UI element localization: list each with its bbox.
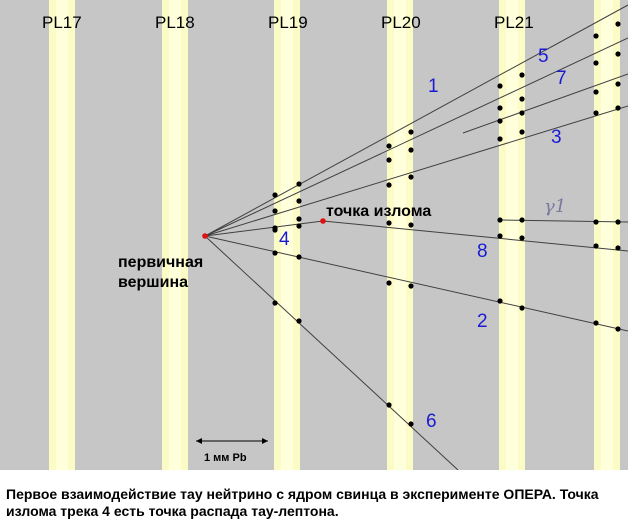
primary-vertex-label-line1: первичная: [118, 254, 203, 271]
hit-dot: [593, 320, 599, 326]
track-label-1: 1: [428, 76, 439, 97]
track-6: [204, 235, 459, 471]
hit-dot: [519, 217, 525, 223]
hit-dot: [408, 421, 414, 427]
hit-dot: [615, 245, 621, 251]
hit-dot: [497, 136, 503, 142]
hit-dot: [497, 233, 503, 239]
hit-dot: [497, 217, 503, 223]
hit-dot: [272, 250, 278, 256]
hit-dot: [519, 96, 525, 102]
hit-dot: [497, 298, 503, 304]
hit-dot: [408, 147, 414, 153]
scale-bar-label: 1 мм Pb: [204, 452, 247, 464]
track-3: [204, 105, 628, 237]
plate-core-4: [394, 0, 406, 470]
hit-dot: [519, 235, 525, 241]
plate-core-2: [169, 0, 181, 470]
hit-dot: [296, 254, 302, 260]
plate-core-5: [506, 0, 518, 470]
hit-dot: [615, 105, 621, 111]
hit-dot: [519, 129, 525, 135]
hit-dot: [296, 318, 302, 324]
scale-arrow-right-icon: [262, 438, 268, 444]
plate-label-pl21: PL21: [494, 13, 534, 32]
primary-vertex-marker: [202, 233, 208, 239]
hits: [202, 21, 621, 427]
plate-label-pl18: PL18: [155, 13, 195, 32]
hit-dot: [519, 72, 525, 78]
hit-dot: [593, 60, 599, 66]
track-4-parent: [204, 220, 324, 237]
hit-dot: [272, 227, 278, 233]
track-4-daughter: [322, 220, 628, 252]
plate-core-1: [56, 0, 68, 470]
hit-dot: [296, 198, 302, 204]
gamma-label: γ1: [544, 196, 566, 217]
scale-arrow-left-icon: [196, 438, 202, 444]
figure-caption: Первое взаимодействие тау нейтрино с ядр…: [6, 486, 599, 519]
hit-dot: [615, 219, 621, 225]
hit-dot: [272, 208, 278, 214]
hit-dot: [519, 305, 525, 311]
tracks: [204, 4, 628, 471]
hit-dot: [615, 326, 621, 332]
kink-point-label: точка излома: [326, 203, 431, 220]
track-label-8: 8: [477, 241, 488, 262]
hit-dot: [408, 174, 414, 180]
hit-dot: [408, 129, 414, 135]
hit-dot: [296, 181, 302, 187]
hit-dot: [408, 283, 414, 289]
track-7: [462, 73, 628, 134]
hit-dot: [296, 216, 302, 222]
track-label-4: 4: [279, 229, 290, 250]
plates: [49, 0, 620, 470]
track-label-6: 6: [426, 411, 437, 432]
background: [0, 0, 628, 470]
hit-dot: [386, 143, 392, 149]
hit-dot: [593, 110, 599, 116]
plate-label-pl17: PL17: [42, 13, 82, 32]
track-label-2: 2: [477, 311, 488, 332]
plate-core-3: [281, 0, 293, 470]
kink-point-marker: [320, 218, 326, 224]
plate-label-pl20: PL20: [381, 13, 421, 32]
hit-dot: [615, 81, 621, 87]
hit-dot: [615, 21, 621, 27]
hit-dot: [593, 89, 599, 95]
event-diagram: PL17 PL18 PL19 PL20 PL21 1 57 3 4 8 2 6 γ1 первичная в…: [0, 0, 628, 471]
hit-dot: [386, 280, 392, 286]
labels: PL17 PL18 PL19 PL20 PL21 1 57 3 4 8 2 6 γ1 первичная в…: [42, 13, 567, 464]
hit-dot: [497, 105, 503, 111]
primary-vertex-label-line2: вершина: [118, 274, 188, 291]
plate-label-pl19: PL19: [268, 13, 308, 32]
hit-dot: [497, 83, 503, 89]
hit-dot: [593, 243, 599, 249]
hit-dot: [386, 220, 392, 226]
hit-dot: [497, 118, 503, 124]
track-label-3: 3: [551, 127, 562, 148]
scale-bar: 1 мм Pb: [196, 438, 268, 464]
hit-dot: [272, 300, 278, 306]
hit-dot: [272, 192, 278, 198]
hit-dot: [593, 219, 599, 225]
hit-dot: [593, 33, 599, 39]
hit-dot: [386, 182, 392, 188]
track-label-7: 7: [556, 68, 567, 89]
hit-dot: [386, 157, 392, 163]
track-5: [204, 37, 628, 237]
hit-dot: [408, 222, 414, 228]
plate-core-6: [601, 0, 613, 470]
hit-dot: [296, 223, 302, 229]
hit-dot: [615, 51, 621, 57]
hit-dot: [386, 402, 392, 408]
track-label-5: 5: [538, 46, 549, 67]
hit-dot: [519, 110, 525, 116]
